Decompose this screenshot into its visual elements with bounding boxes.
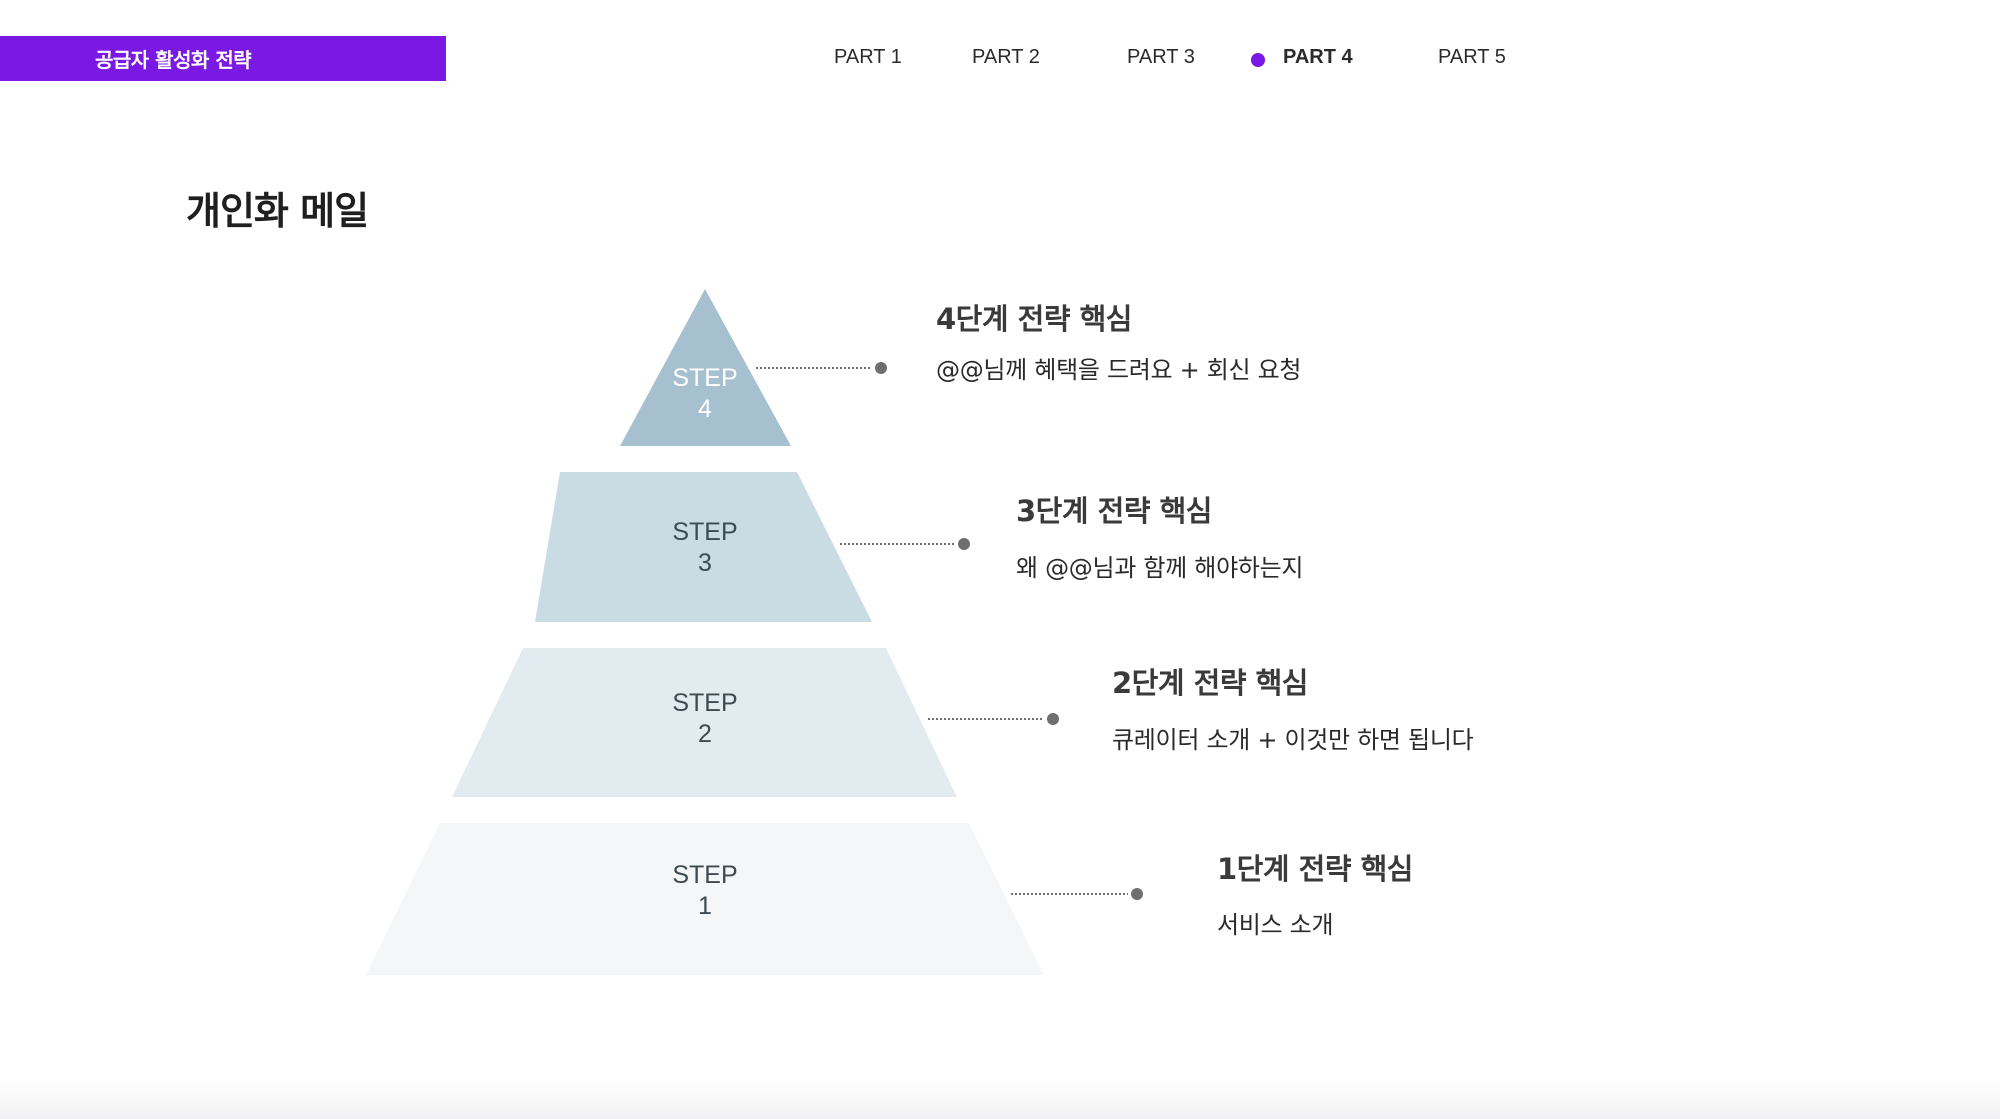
pyramid-level-2-step-number: 2	[698, 720, 712, 748]
pyramid-level-3-step-number: 3	[698, 549, 712, 577]
section-badge-label: 공급자 활성화 전략	[95, 48, 252, 72]
nav-part-2[interactable]: PART 2	[972, 46, 1040, 68]
pyramid-level-4-step-number: 4	[698, 395, 712, 423]
step-4-description: @@님께 혜택을 드려요 + 회신 요청	[936, 356, 1302, 384]
connector-dot-2-icon	[1047, 713, 1059, 725]
step-2-heading: 2단계 전략 핵심	[1112, 666, 1308, 700]
page-title: 개인화 메일	[186, 189, 369, 233]
pyramid-level-3-step-label: STEP	[672, 518, 737, 546]
step-3-heading: 3단계 전략 핵심	[1016, 494, 1212, 528]
step-2-description: 큐레이터 소개 + 이것만 하면 됩니다	[1112, 726, 1474, 754]
step-3-description: 왜 @@님과 함께 해야하는지	[1016, 554, 1304, 582]
nav-part-3[interactable]: PART 3	[1127, 46, 1195, 68]
section-badge: 공급자 활성화 전략	[0, 36, 446, 81]
pyramid-level-1-step-number: 1	[698, 892, 712, 920]
nav-part-1[interactable]: PART 1	[834, 46, 902, 68]
connector-dot-1-icon	[1131, 888, 1143, 900]
pyramid-level-4-step-label: STEP	[672, 364, 737, 392]
pyramid-level-1-step-label: STEP	[672, 861, 737, 889]
step-1-description: 서비스 소개	[1217, 911, 1334, 939]
pyramid-level-3	[535, 472, 872, 622]
bottom-shadow	[0, 1079, 2000, 1119]
pyramid-level-4	[620, 289, 791, 446]
connector-dot-4-icon	[875, 362, 887, 374]
connector-dot-3-icon	[958, 538, 970, 550]
step-1-heading: 1단계 전략 핵심	[1217, 852, 1413, 886]
pyramid-level-2-step-label: STEP	[672, 689, 737, 717]
step-4-heading: 4단계 전략 핵심	[936, 302, 1132, 336]
nav-part-5[interactable]: PART 5	[1438, 46, 1506, 68]
nav-part-4[interactable]: PART 4	[1283, 46, 1353, 68]
pyramid-level-1	[366, 823, 1044, 975]
active-part-dot-icon	[1251, 53, 1265, 67]
pyramid-level-2	[452, 648, 957, 797]
